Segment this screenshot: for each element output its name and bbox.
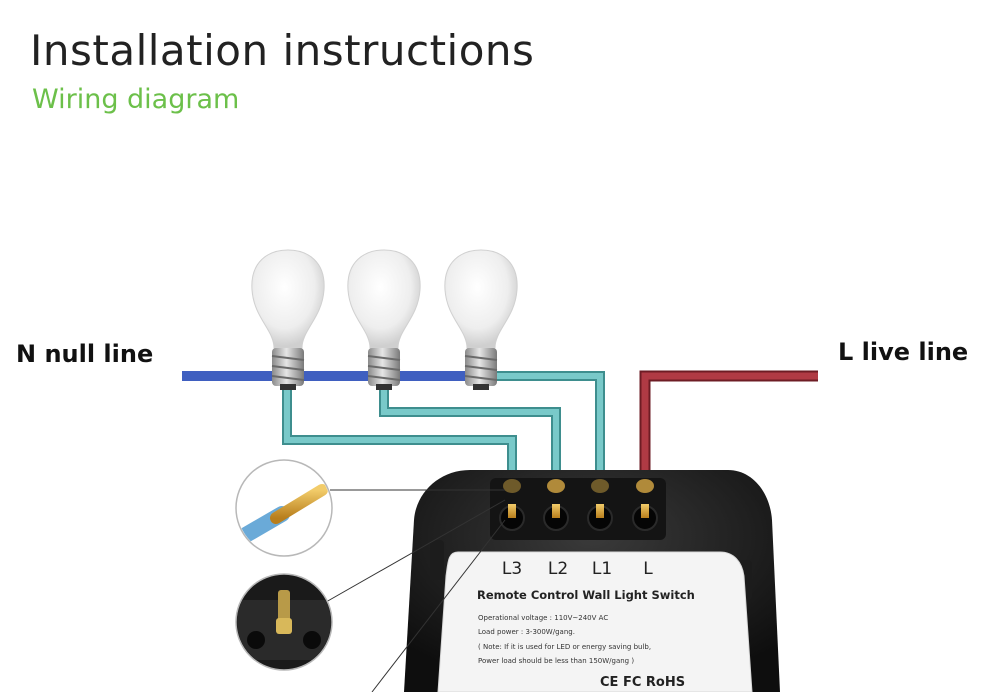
spec-line-note: ( Note: If it is used for LED or energy … [478, 643, 651, 651]
live-wire-body [641, 372, 818, 512]
bulb-3 [444, 249, 518, 390]
stripped-wire-closeup [235, 459, 333, 557]
product-name: Remote Control Wall Light Switch [477, 588, 695, 602]
live-wire [639, 370, 876, 512]
terminal-block [490, 478, 666, 540]
terminal-label-l1: L1 [592, 559, 612, 579]
spec-line-power: Power load should be less than 150W/gang… [478, 657, 634, 665]
live-line-label: L live line [838, 338, 968, 366]
bulb-2 [347, 249, 421, 390]
switch-label-sticker [437, 551, 753, 692]
bulb-1 [251, 249, 325, 390]
wire-copper-core [270, 484, 328, 524]
spec-line-voltage: Operational voltage : 110V~240V AC [478, 614, 608, 622]
terminal-label-l3: L3 [502, 559, 522, 579]
terminal-label-l: L [643, 559, 653, 579]
terminal-copper-tips [508, 504, 649, 518]
load-wire-l1 [495, 373, 603, 512]
bulb-3-glass [444, 249, 518, 349]
leader-line-2 [325, 499, 506, 603]
neutral-line-label: N null line [16, 340, 153, 368]
bulb-1-glass [251, 249, 325, 349]
leader-line-3 [371, 519, 506, 692]
certification-marks: CE FC RoHS [600, 675, 685, 690]
screwdriver-tip [278, 590, 290, 624]
page-subtitle: Wiring diagram [32, 84, 240, 115]
page-title: Installation instructions [30, 26, 535, 75]
terminal-screw [276, 618, 292, 634]
terminal-screws [503, 479, 654, 493]
callout-leaders [325, 489, 506, 692]
switch-module: L3 L2 L1 L Remote Control Wall Light Swi… [404, 470, 780, 692]
bulb-2-glass [347, 249, 421, 349]
load-wire-l2 [381, 388, 559, 512]
screw-terminal-closeup [235, 573, 333, 671]
terminal-label-l2: L2 [548, 559, 568, 579]
spec-line-load: Load power : 3-300W/gang. [478, 628, 575, 636]
